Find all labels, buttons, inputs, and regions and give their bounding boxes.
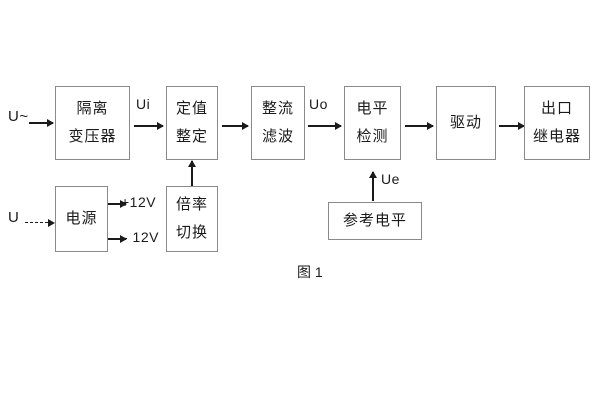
arrow-rectify-filter-to-level-detection xyxy=(308,125,341,127)
input-ac-label: U~ xyxy=(8,108,29,125)
block-isolation-transformer: 隔离 变压器 xyxy=(55,86,130,160)
block-rectify-filter: 整流 滤波 xyxy=(251,86,305,160)
arrow-reference-level-to-level-detection xyxy=(372,172,374,201)
arrow-power-supply-positive-rail xyxy=(108,203,126,205)
block-multiplier-switch-line-2: 切换 xyxy=(175,224,208,241)
block-drive-line-1: 驱动 xyxy=(449,113,482,131)
block-power-supply: 电源 xyxy=(55,186,108,252)
block-power-supply-line-1: 电源 xyxy=(65,209,98,227)
arrow-level-detection-to-drive xyxy=(405,125,433,127)
block-setting-value-line-1: 定值 xyxy=(175,99,208,117)
block-level-detection: 电平 检测 xyxy=(344,86,401,160)
block-setting-value: 定值 整定 xyxy=(166,86,218,160)
signal-ue-label: Ue xyxy=(381,171,400,187)
block-level-detection-line-1: 电平 xyxy=(356,99,389,117)
block-isolation-transformer-line-2: 变压器 xyxy=(68,128,117,145)
figure-caption: 图 1 xyxy=(297,264,323,280)
block-multiplier-switch-line-1: 倍率 xyxy=(175,195,208,213)
block-output-relay: 出口 继电器 xyxy=(524,86,590,160)
block-rectify-filter-line-1: 整流 xyxy=(261,99,294,117)
block-isolation-transformer-line-1: 隔离 xyxy=(76,99,109,117)
arrow-drive-to-output-relay xyxy=(499,125,524,127)
arrow-setting-value-to-rectify-filter xyxy=(222,125,248,127)
block-setting-value-line-2: 整定 xyxy=(175,128,208,145)
arrow-input-to-isolation-transformer xyxy=(29,122,53,124)
block-output-relay-line-1: 出口 xyxy=(540,99,573,117)
block-reference-level-line-1: 参考电平 xyxy=(342,211,407,229)
block-output-relay-line-2: 继电器 xyxy=(532,128,581,145)
block-multiplier-switch: 倍率 切换 xyxy=(166,186,218,252)
block-reference-level: 参考电平 xyxy=(328,202,422,240)
block-level-detection-line-2: 检测 xyxy=(356,128,389,145)
arrow-input-dc-to-power-supply xyxy=(25,222,53,223)
rail-negative-label: - 12V xyxy=(123,229,159,245)
block-drive: 驱动 xyxy=(436,86,496,160)
arrow-multiplier-switch-to-setting-value xyxy=(191,161,193,186)
signal-uo-label: Uo xyxy=(309,96,328,112)
block-rectify-filter-line-2: 滤波 xyxy=(261,128,294,145)
arrow-isolation-transformer-to-setting-value xyxy=(134,125,163,127)
arrow-power-supply-negative-rail xyxy=(108,238,126,240)
input-dc-label: U xyxy=(8,209,20,226)
rail-positive-label: +12V xyxy=(121,194,157,210)
signal-ui-label: Ui xyxy=(136,96,151,112)
